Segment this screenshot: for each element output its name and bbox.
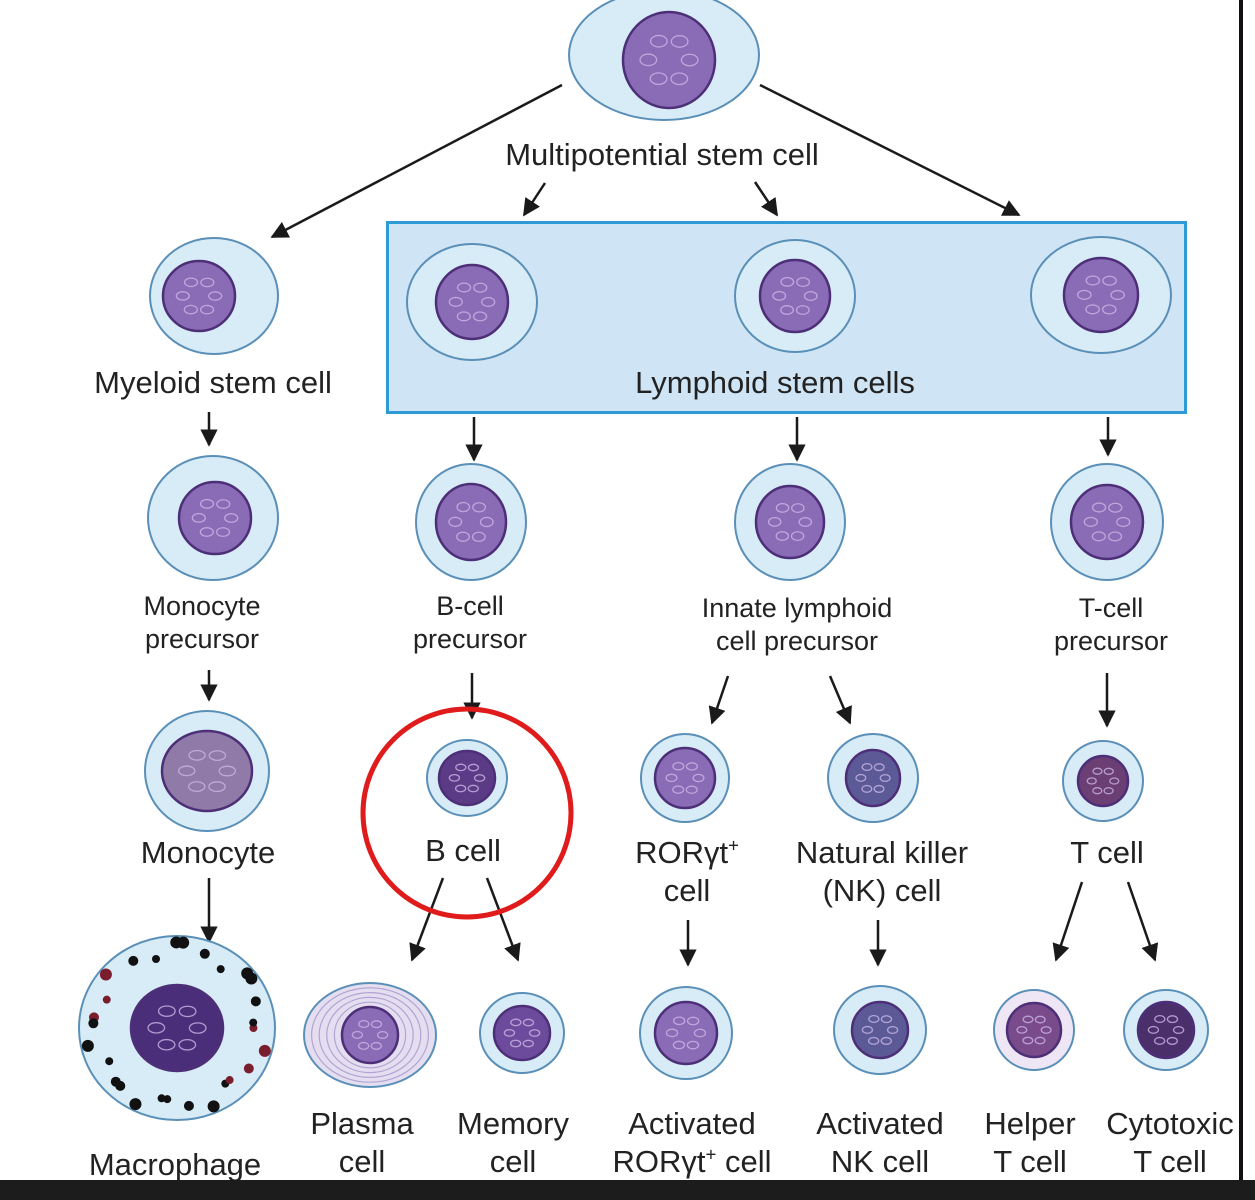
rorgt-cell-icon — [640, 733, 730, 823]
multipotential-stem-cell-label: Multipotential stem cell — [505, 137, 819, 172]
helper-t-cell-label: Helper T cell — [984, 1105, 1075, 1181]
t-cell-precursor-line1: T-cell — [1078, 593, 1144, 623]
arrow-to-memory-cell — [485, 877, 521, 962]
rorgt-text: RORγt — [635, 835, 729, 870]
bottom-dark-bar — [0, 1180, 1255, 1200]
cytotoxic-t-cell-icon — [1123, 989, 1209, 1071]
right-border-rule — [1239, 0, 1243, 1180]
activated-rorgt-suffix: cell — [716, 1143, 772, 1179]
arrow-to-helper-t — [1052, 881, 1084, 962]
nk-cell-line2: (NK) cell — [822, 872, 942, 908]
plasma-cell-line2: cell — [338, 1143, 386, 1179]
activated-rorgt-text: RORγt — [612, 1143, 706, 1179]
t-cell-precursor-icon — [1050, 463, 1164, 581]
nk-cell-line1: Natural killer — [795, 835, 969, 870]
arrow-to-lymphoid-1 — [522, 182, 547, 217]
t-cell-precursor-line2: precursor — [1053, 625, 1169, 656]
ilc-precursor-label: Innate lymphoid cell precursor — [702, 592, 893, 658]
ilc-precursor-icon — [734, 463, 846, 581]
memory-cell-icon — [479, 992, 565, 1074]
monocyte-icon — [144, 710, 270, 832]
b-cell-icon — [426, 739, 508, 817]
helper-t-line2: T cell — [993, 1143, 1067, 1179]
activated-rorgt-cell-icon — [639, 986, 733, 1080]
lymphoid-stem-cells-label: Lymphoid stem cells — [635, 365, 915, 400]
monocyte-label: Monocyte — [140, 835, 276, 870]
cytotoxic-t-line1: Cytotoxic — [1106, 1106, 1234, 1141]
activated-nk-line1: Activated — [816, 1106, 944, 1141]
arrow-to-rorgt-cell — [708, 675, 730, 725]
rorgt-cell-line2: cell — [663, 872, 711, 908]
myeloid-stem-cell-label: Myeloid stem cell — [94, 365, 332, 400]
arrow-to-cytotoxic-t — [1126, 881, 1159, 962]
memory-cell-label: Memory cell — [457, 1105, 569, 1181]
b-cell-highlight-circle — [360, 706, 574, 920]
activated-nk-cell-icon — [833, 985, 927, 1075]
t-cell-precursor-label: T-cell precursor — [1054, 592, 1168, 658]
monocyte-precursor-line1: Monocyte — [143, 591, 261, 621]
b-cell-precursor-label: B-cell precursor — [413, 590, 527, 656]
cytotoxic-t-cell-label: Cytotoxic T cell — [1106, 1105, 1233, 1181]
arrow-to-nk-cell — [828, 675, 852, 725]
b-cell-precursor-line1: B-cell — [436, 591, 504, 621]
activated-rorgt-line2: RORγt+ cell — [613, 1143, 772, 1181]
activated-nk-line2: NK cell — [830, 1143, 930, 1179]
rorgt-cell-line1: RORγt+ — [635, 834, 739, 872]
multipotential-stem-cell-icon — [568, 0, 760, 121]
t-cell-icon — [1062, 740, 1144, 822]
activated-rorgt-cell-label: Activated RORγt+ cell — [613, 1105, 772, 1181]
lymphoid-stem-cell-2-icon — [734, 239, 856, 353]
lymphoid-stem-cell-1-icon — [406, 243, 538, 361]
monocyte-precursor-line2: precursor — [144, 623, 260, 654]
cells-layer — [78, 0, 1209, 1121]
b-cell-precursor-line2: precursor — [412, 623, 528, 654]
memory-cell-line2: cell — [489, 1143, 537, 1179]
nk-cell-icon — [827, 733, 919, 823]
macrophage-label: Macrophage — [88, 1147, 262, 1182]
ilc-precursor-line1: Innate lymphoid — [701, 593, 893, 623]
macrophage-icon — [78, 935, 276, 1121]
activated-nk-cell-label: Activated NK cell — [816, 1105, 944, 1181]
plasma-cell-label: Plasma cell — [310, 1105, 413, 1181]
plasma-cell-line1: Plasma — [310, 1106, 414, 1141]
monocyte-precursor-label: Monocyte precursor — [143, 590, 260, 656]
cytotoxic-t-line2: T cell — [1133, 1143, 1207, 1179]
rorgt-plus: + — [728, 834, 739, 856]
activated-rorgt-line1: Activated — [628, 1106, 756, 1141]
arrow-to-plasma-cell — [409, 877, 445, 962]
myeloid-stem-cell-icon — [149, 237, 279, 355]
arrow-to-lymphoid-2 — [753, 181, 779, 217]
b-cell-label: B cell — [425, 833, 501, 868]
activated-rorgt-plus: + — [705, 1143, 717, 1165]
ilc-precursor-line2: cell precursor — [715, 625, 879, 656]
lymphoid-stem-cell-3-icon — [1030, 236, 1172, 354]
helper-t-line1: Helper — [984, 1106, 1076, 1141]
t-cell-label: T cell — [1070, 835, 1144, 870]
arrows-layer — [200, 83, 1159, 967]
rorgt-cell-label: RORγt+ cell — [635, 834, 739, 910]
monocyte-precursor-icon — [147, 455, 279, 581]
memory-cell-line1: Memory — [457, 1106, 569, 1141]
nk-cell-label: Natural killer (NK) cell — [796, 834, 968, 910]
b-cell-precursor-icon — [415, 463, 527, 581]
helper-t-cell-icon — [993, 989, 1075, 1071]
plasma-cell-icon — [303, 982, 437, 1088]
arrow-to-myeloid — [270, 83, 563, 239]
arrow-to-lymphoid-3 — [759, 83, 1021, 217]
